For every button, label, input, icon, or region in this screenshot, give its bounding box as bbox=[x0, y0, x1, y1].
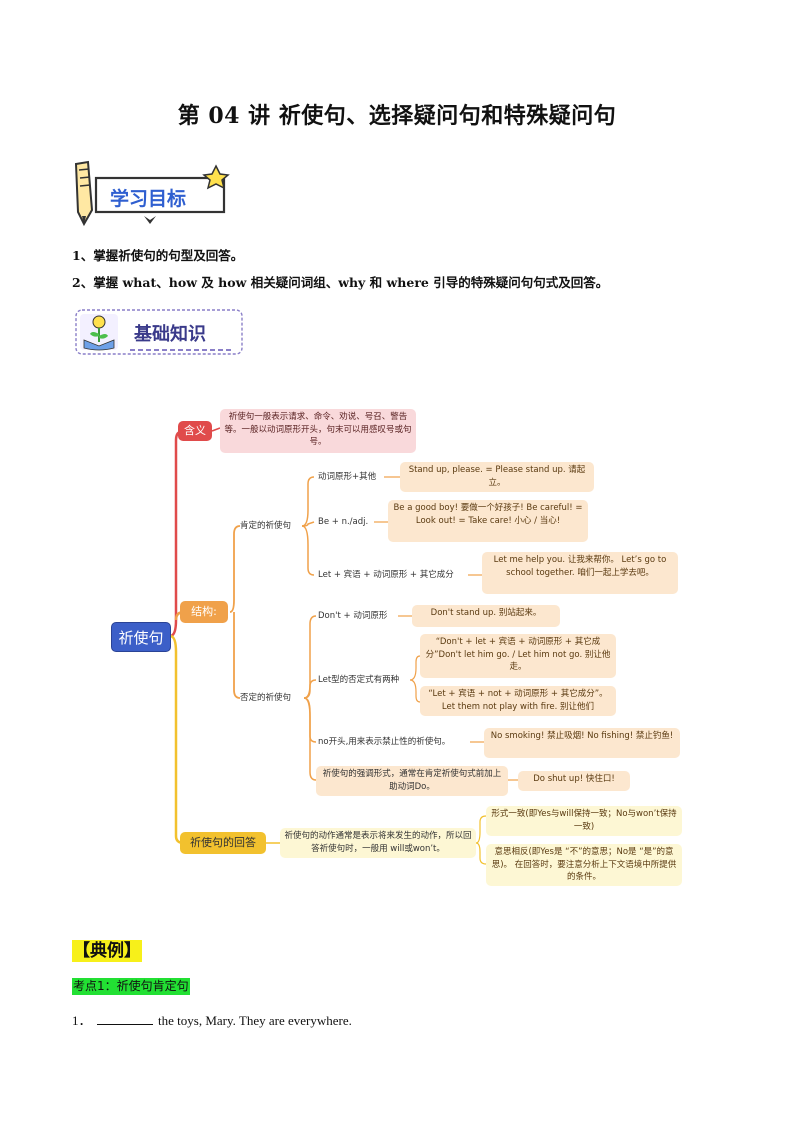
mindmap-root: 祈使句 bbox=[111, 622, 171, 652]
affirmative-example: Be a good boy! 要做一个好孩子! Be careful! = Lo… bbox=[388, 500, 588, 542]
negative-no-pattern: no开头,用来表示禁止性的祈使句。 bbox=[318, 737, 451, 747]
answer-point: 意思相反(即Yes是 “不”的意思；No是 “是”的意思)。 在回答时，要注意分… bbox=[486, 844, 682, 886]
pencil-icon bbox=[74, 160, 230, 227]
answer-text: 祈使句的动作通常是表示将来发生的动作，所以回答祈使句时，一般用 will或won… bbox=[280, 828, 476, 858]
negative-let-pattern: Let型的否定式有两种 bbox=[318, 675, 400, 685]
example-header: 【典例】 bbox=[72, 940, 142, 962]
page-title: 第 04 讲 祈使句、选择疑问句和特殊疑问句 bbox=[177, 103, 617, 129]
answer-point: 形式一致(即Yes与will保持一致；No与won’t保持一致) bbox=[486, 806, 682, 836]
question-text: the toys, Mary. They are everywhere. bbox=[158, 1013, 352, 1028]
meaning-label: 含义 bbox=[178, 421, 212, 441]
negative-no-example: No smoking! 禁止吸烟! No fishing! 禁止钓鱼! bbox=[484, 728, 680, 758]
emphatic-pattern: 祈使句的强调形式，通常在肯定祈使句式前加上助动词Do。 bbox=[316, 766, 508, 796]
goals-banner-label: 学习目标 bbox=[110, 188, 187, 210]
affirmative-pattern: 动词原形+其他 bbox=[318, 472, 377, 482]
negative-dont-example: Don't stand up. 别站起来。 bbox=[412, 605, 560, 627]
negative-let-example: “Let + 宾语 + not + 动词原形 + 其它成分”。Let them … bbox=[420, 686, 616, 716]
negative-let-example: “Don't + let + 宾语 + 动词原形 + 其它成分”Don't le… bbox=[420, 634, 616, 678]
answer-label: 祈使句的回答 bbox=[180, 832, 266, 854]
question-1: 1． the toys, Mary. They are everywhere. bbox=[72, 1012, 352, 1030]
goal-item: 1、掌握祈使句的句型及回答。 bbox=[72, 248, 244, 263]
structure-label: 结构: bbox=[180, 601, 228, 623]
answer-blank[interactable] bbox=[96, 1012, 153, 1025]
affirmative-pattern: Be + n./adj. bbox=[318, 517, 369, 527]
meaning-text: 祈使句一般表示请求、命令、劝说、号召、警告等。一般以动词原形开头，句末可以用感叹… bbox=[220, 409, 416, 453]
affirmative-pattern: Let + 宾语 + 动词原形 + 其它成分 bbox=[318, 570, 454, 580]
affirmative-label: 肯定的祈使句 bbox=[240, 521, 292, 531]
affirmative-example: Let me help you. 让我来帮你。 Let’s go to scho… bbox=[482, 552, 678, 594]
goals-banner: 学习目标 bbox=[70, 158, 240, 228]
knowledge-banner-label: 基础知识 bbox=[134, 324, 206, 345]
negative-dont-pattern: Don't + 动词原形 bbox=[318, 611, 388, 621]
topic-tag: 考点1：祈使句肯定句 bbox=[72, 978, 190, 995]
negative-label: 否定的祈使句 bbox=[240, 693, 292, 703]
knowledge-banner: 基础知识 bbox=[74, 306, 246, 358]
lightbulb-book-icon bbox=[75, 309, 243, 355]
affirmative-example: Stand up, please. = Please stand up. 请起立… bbox=[400, 462, 594, 492]
emphatic-example: Do shut up! 快住口! bbox=[518, 771, 630, 791]
goal-item: 2、掌握 what、how 及 how 相关疑问词组、why 和 where 引… bbox=[72, 275, 609, 290]
question-number: 1． bbox=[72, 1013, 92, 1028]
